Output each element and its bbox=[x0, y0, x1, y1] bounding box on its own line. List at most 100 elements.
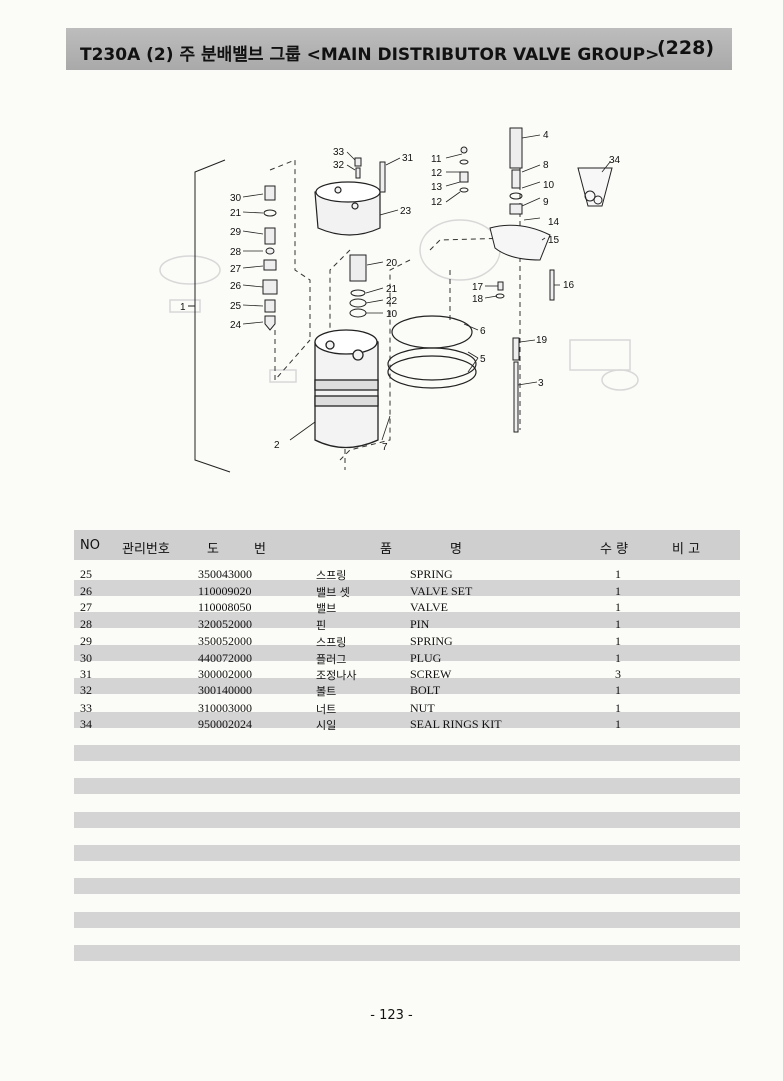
row-name-en: PLUG bbox=[410, 651, 442, 665]
row-code: 950002024 bbox=[198, 717, 252, 731]
row-name-kr: 시일 bbox=[316, 719, 337, 732]
row-no: 27 bbox=[80, 600, 92, 614]
row-qty: 3 bbox=[615, 667, 621, 681]
callout-34: 34 bbox=[609, 155, 621, 166]
callout-2: 2 bbox=[274, 440, 280, 451]
table-row: 29 350052000 스프링 SPRING 1 bbox=[74, 633, 740, 649]
seal-kit-cup bbox=[577, 167, 613, 207]
callout-6: 6 bbox=[480, 326, 486, 337]
table-stripe bbox=[74, 745, 740, 761]
table-row: 32 300140000 볼트 BOLT 1 bbox=[74, 682, 740, 698]
callout-23: 23 bbox=[400, 206, 412, 217]
callout-21b: 21 bbox=[230, 208, 242, 219]
leader-lines bbox=[242, 134, 611, 441]
row-name-en: BOLT bbox=[410, 683, 441, 697]
callout-30: 30 bbox=[230, 193, 242, 204]
callout-19: 19 bbox=[536, 335, 548, 346]
row-qty: 1 bbox=[615, 634, 621, 648]
callout-5: 5 bbox=[480, 354, 486, 365]
row-code: 350052000 bbox=[198, 634, 252, 648]
row-no: 33 bbox=[80, 701, 92, 715]
callout-14: 14 bbox=[548, 217, 560, 228]
row-name-kr: 스프링 bbox=[316, 569, 347, 582]
table-stripe bbox=[74, 845, 740, 861]
row-no: 28 bbox=[80, 617, 92, 631]
row-name-kr: 조정나사 bbox=[316, 669, 357, 682]
row-name-kr: 핀 bbox=[316, 619, 327, 632]
middle-valve-parts bbox=[349, 254, 367, 318]
row-name-kr: 밸브 셋 bbox=[316, 586, 350, 599]
callout-18: 18 bbox=[472, 294, 484, 305]
row-qty: 1 bbox=[615, 567, 621, 581]
callout-15: 15 bbox=[548, 235, 560, 246]
callout-22: 22 bbox=[386, 296, 398, 307]
row-name-kr: 볼트 bbox=[316, 685, 337, 698]
callout-32: 32 bbox=[333, 160, 345, 171]
table-stripe bbox=[74, 645, 740, 661]
callout-31: 31 bbox=[402, 153, 414, 164]
row-name-kr: 플러그 bbox=[316, 653, 347, 666]
row-qty: 1 bbox=[615, 717, 621, 731]
table-stripe bbox=[74, 712, 740, 728]
row-name-en: SCREW bbox=[410, 667, 452, 681]
callout-12a: 12 bbox=[431, 168, 443, 179]
col-drawing-2: 번 bbox=[254, 542, 266, 557]
row-name-kr: 스프링 bbox=[316, 636, 347, 649]
callout-25: 25 bbox=[230, 301, 242, 312]
callout-24: 24 bbox=[230, 320, 242, 331]
callout-17: 17 bbox=[472, 282, 484, 293]
row-qty: 1 bbox=[615, 584, 621, 598]
row-code: 320052000 bbox=[198, 617, 252, 631]
table-row: 25 350043000 스프링 SPRING 1 bbox=[74, 566, 740, 582]
row-no: 32 bbox=[80, 683, 92, 697]
row-qty: 1 bbox=[615, 701, 621, 715]
callout-1: 1 bbox=[180, 302, 186, 313]
table-row: 26 110009020 밸브 셋 VALVE SET 1 bbox=[74, 583, 740, 599]
row-name-en: PIN bbox=[410, 617, 430, 631]
col-drawing-1: 도 bbox=[207, 542, 219, 557]
row-code: 300002000 bbox=[198, 667, 252, 681]
table-stripe bbox=[74, 778, 740, 794]
table-stripe bbox=[74, 878, 740, 894]
row-code: 300140000 bbox=[198, 683, 252, 697]
callout-4: 4 bbox=[543, 130, 549, 141]
table-row: 28 320052000 핀 PIN 1 bbox=[74, 616, 740, 632]
row-name-en: VALVE SET bbox=[410, 584, 473, 598]
row-code: 310003000 bbox=[198, 701, 252, 715]
main-valve-body bbox=[314, 329, 379, 449]
page-code: (228) bbox=[656, 37, 714, 59]
parts-table-header: NO 관리번호 도 번 품 명 수 량 비 고 bbox=[74, 530, 740, 560]
col-no: NO bbox=[80, 538, 100, 553]
upper-valve-block bbox=[314, 181, 381, 236]
row-no: 31 bbox=[80, 667, 92, 681]
callout-8: 8 bbox=[543, 160, 549, 171]
exploded-parts-diagram: 1 2 3 4 5 6 7 8 9 10 10 11 12 12 13 14 1… bbox=[159, 127, 639, 473]
callout-12b: 12 bbox=[431, 197, 443, 208]
row-no: 30 bbox=[80, 651, 92, 665]
callout-11: 11 bbox=[431, 154, 442, 165]
callout-16: 16 bbox=[563, 280, 575, 291]
table-row: 34 950002024 시일 SEAL RINGS KIT 1 bbox=[74, 716, 740, 732]
row-name-en: SPRING bbox=[410, 634, 453, 648]
row-qty: 1 bbox=[615, 617, 621, 631]
callout-26: 26 bbox=[230, 281, 242, 292]
row-name-en: SPRING bbox=[410, 567, 453, 581]
page-title: T230A (2) 주 분배밸브 그룹 <MAIN DISTRIBUTOR VA… bbox=[80, 45, 660, 65]
col-name-2: 명 bbox=[450, 542, 462, 557]
left-valve-stack bbox=[262, 185, 278, 331]
callout-labels: 1 2 3 4 5 6 7 8 9 10 10 11 12 12 13 14 1… bbox=[180, 130, 621, 453]
row-name-kr: 너트 bbox=[316, 703, 337, 716]
row-no: 34 bbox=[80, 717, 92, 731]
col-quantity: 수 량 bbox=[600, 542, 629, 557]
callout-33: 33 bbox=[333, 147, 345, 158]
seal-rings bbox=[387, 315, 477, 389]
row-qty: 1 bbox=[615, 600, 621, 614]
col-management-number: 관리번호 bbox=[122, 542, 170, 557]
callout-3: 3 bbox=[538, 378, 544, 389]
col-remark: 비 고 bbox=[672, 542, 701, 557]
callout-29: 29 bbox=[230, 227, 242, 238]
right-valve-column bbox=[489, 127, 555, 433]
callout-10a: 10 bbox=[543, 180, 555, 191]
row-code: 110009020 bbox=[198, 584, 252, 598]
row-no: 29 bbox=[80, 634, 92, 648]
